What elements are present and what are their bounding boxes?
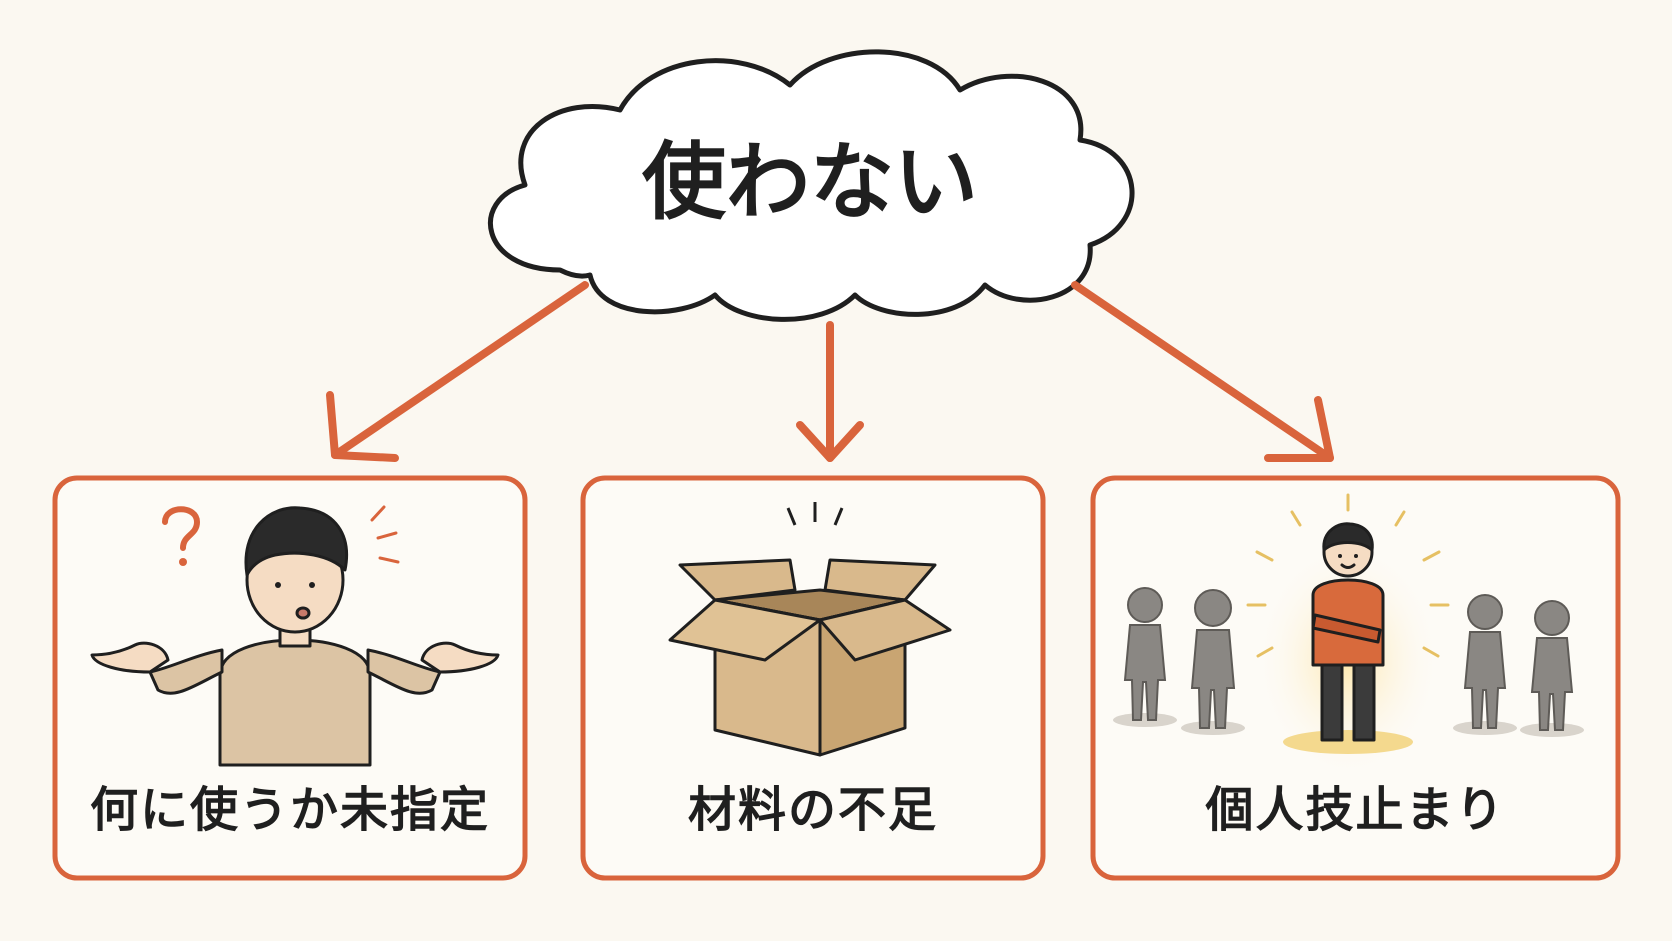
arrow-center bbox=[796, 321, 864, 462]
confused-person-icon bbox=[90, 505, 500, 767]
root-cloud bbox=[488, 49, 1135, 322]
gray-figure-icon bbox=[1181, 589, 1245, 735]
root-label: 使わない bbox=[641, 133, 978, 231]
standout-person-icon bbox=[1246, 493, 1450, 775]
gray-figure-icon bbox=[1113, 587, 1177, 727]
gray-figure-icon bbox=[1520, 600, 1584, 737]
empty-box-icon bbox=[668, 502, 952, 757]
child-label-1: 何に使うか未指定 bbox=[89, 782, 490, 838]
gray-figure-icon bbox=[1453, 594, 1517, 735]
child-label-3: 個人技止まり bbox=[1205, 782, 1506, 838]
arrow-right bbox=[1071, 281, 1334, 462]
arrow-left bbox=[326, 281, 589, 462]
child-label-2: 材料の不足 bbox=[687, 782, 938, 838]
